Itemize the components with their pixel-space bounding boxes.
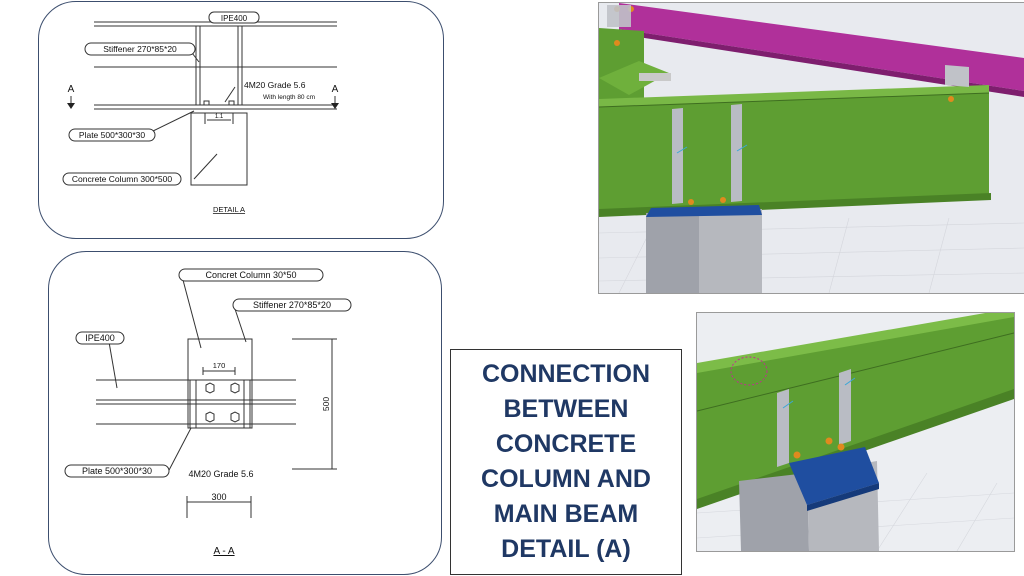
section-stiffener-label: Stiffener 270*85*20 — [253, 300, 331, 310]
bolt-group — [205, 382, 240, 423]
title-line: MAIN BEAM — [493, 500, 639, 528]
detail-a-dim-small: 1.1 — [215, 114, 224, 120]
detail-a-panel: IPE400 Stiffener 270*85*20 4M20 Grade 5.… — [38, 1, 444, 239]
render-3d-bottom — [696, 312, 1015, 552]
title-line: BETWEEN — [503, 395, 629, 423]
title-box: CONNECTION BETWEEN CONCRETE COLUMN AND M… — [450, 349, 682, 575]
detail-a-plate-label: Plate 500*300*30 — [79, 130, 145, 140]
detail-a-stiffener-label: Stiffener 270*85*20 — [103, 44, 177, 54]
render-3d-top — [598, 2, 1024, 294]
title-line: DETAIL (A) — [501, 535, 631, 563]
title-text: CONNECTION BETWEEN CONCRETE COLUMN AND M… — [481, 357, 651, 567]
detail-a-bolt-length: With length 80 cm — [263, 94, 315, 101]
section-aa-panel: Concret Column 30*50 Stiffener 270*85*20… — [48, 251, 442, 575]
section-beam-label: IPE400 — [85, 333, 115, 343]
dim-width: 300 — [211, 492, 226, 502]
title-line: COLUMN AND — [481, 465, 651, 493]
title-line: CONNECTION — [481, 360, 651, 388]
section-plate-label: Plate 500*300*30 — [82, 466, 152, 476]
render-3d-top-image — [599, 3, 1024, 293]
section-aa-drawing: Concret Column 30*50 Stiffener 270*85*20… — [64, 268, 352, 557]
section-mark-right: A — [332, 84, 339, 95]
section-column-label: Concret Column 30*50 — [205, 270, 296, 280]
section-caption: A - A — [213, 546, 234, 557]
section-bolt-label: 4M20 Grade 5.6 — [188, 469, 253, 479]
dim-height: 500 — [321, 397, 331, 411]
detail-a-bolt-label: 4M20 Grade 5.6 — [244, 80, 306, 90]
render-3d-bottom-image — [697, 313, 1014, 551]
detail-a-drawing: IPE400 Stiffener 270*85*20 4M20 Grade 5.… — [62, 11, 339, 214]
dim-bolt-spacing: 170 — [213, 361, 226, 370]
title-line: CONCRETE — [495, 430, 637, 458]
detail-a-caption: DETAIL A — [213, 205, 245, 214]
detail-a-column-label: Concrete Column 300*500 — [72, 174, 172, 184]
detail-a-beam-label: IPE400 — [221, 14, 248, 23]
section-mark-left: A — [68, 84, 75, 95]
